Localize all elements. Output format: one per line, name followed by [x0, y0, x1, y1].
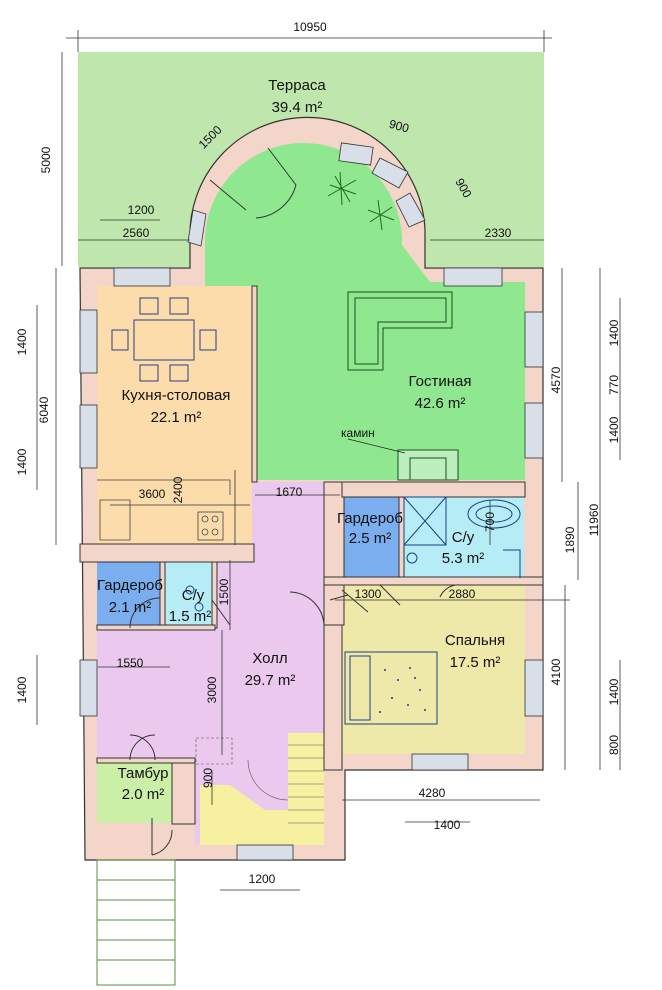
- plant-icon: [327, 171, 395, 231]
- dim-hall-2880: 2880: [449, 587, 476, 601]
- vestibule-room: [97, 763, 172, 823]
- wardrobe-right-room: [344, 497, 399, 577]
- dim-left-1400c: 1400: [15, 676, 29, 703]
- bath-right-room: [404, 497, 524, 577]
- hall-name: Холл: [252, 650, 287, 667]
- dining-table: [111, 297, 217, 382]
- dim-hall-1670: 1670: [276, 485, 303, 499]
- dim-hall-1500: 1500: [217, 578, 231, 605]
- sofa: [347, 291, 453, 371]
- dim-stair-900: 900: [201, 768, 215, 788]
- bedroom-room: [342, 584, 525, 754]
- dim-terrace-900a: 900: [388, 117, 411, 136]
- wc-left-area: 1.5 m²: [169, 608, 212, 625]
- wardrobe-left-area: 2.1 m²: [109, 599, 152, 616]
- fireplace-leader: [347, 438, 406, 454]
- living-room: [204, 142, 526, 460]
- dim-right-1890: 1890: [563, 526, 577, 553]
- wardrobe-right-area: 2.5 m²: [349, 530, 392, 547]
- kitchen-counter: [97, 479, 231, 541]
- bedroom-area: 17.5 m²: [450, 654, 501, 671]
- bath-right-name: С/у: [452, 529, 475, 546]
- terrace-area-label: 39.4 m²: [272, 99, 323, 116]
- dim-terrace-1200: 1200: [128, 203, 155, 217]
- wardrobe-right-name: Гардероб: [337, 510, 403, 527]
- dim-terrace-2560: 2560: [123, 226, 150, 240]
- stair-winder: [200, 785, 288, 845]
- terrace-doors: [209, 147, 297, 219]
- dim-hall-1300: 1300: [355, 587, 382, 601]
- interior-walls: [79, 285, 544, 825]
- dim-right-11960: 11960: [587, 503, 601, 536]
- windows: [79, 267, 544, 861]
- dim-left-1400b: 1400: [15, 448, 29, 475]
- kitchen-room: [97, 286, 252, 544]
- kitchen-area: 22.1 m²: [151, 409, 202, 426]
- bedroom-name: Спальня: [445, 632, 505, 649]
- vestibule-area: 2.0 m²: [122, 786, 165, 803]
- kitchen-name: Кухня-столовая: [122, 387, 231, 404]
- doors: [129, 584, 461, 856]
- fireplace-label: камин: [341, 426, 375, 440]
- dim-right-1400a: 1400: [607, 319, 621, 346]
- living-room-lower: [255, 460, 525, 480]
- stair-lines: [195, 737, 324, 824]
- wardrobe-left-name: Гардероб: [97, 577, 163, 594]
- dim-terrace-2330: 2330: [485, 226, 512, 240]
- dim-bottom-4280: 4280: [419, 786, 446, 800]
- dim-hall-1550: 1550: [117, 656, 144, 670]
- living-area: 42.6 m²: [415, 395, 466, 412]
- vestibule-name: Тамбур: [118, 765, 169, 782]
- living-name: Гостиная: [409, 373, 472, 390]
- dim-left-6040: 6040: [37, 396, 51, 423]
- hall-room: [97, 482, 324, 845]
- dim-kitchen-3600: 3600: [139, 487, 166, 501]
- bath-right-area: 5.3 m²: [442, 550, 485, 567]
- wardrobe-left-room: [97, 562, 160, 625]
- wc-left-name: С/у: [182, 587, 205, 604]
- dim-bottom-1200: 1200: [249, 872, 276, 886]
- dim-right-1400c: 1400: [607, 678, 621, 705]
- terrace-name: Терраса: [268, 77, 326, 94]
- bay-windows: [187, 142, 426, 247]
- dim-right-800: 800: [607, 735, 621, 755]
- dim-bottom-1400: 1400: [434, 818, 461, 832]
- dim-bath-700: 700: [483, 512, 497, 532]
- room-labels: Терраса 39.4 m² Кухня-столовая 22.1 m² Г…: [97, 77, 505, 803]
- dim-right-1400b: 1400: [607, 416, 621, 443]
- dim-hall-3000: 3000: [205, 676, 219, 703]
- hall-area: 29.7 m²: [245, 672, 296, 689]
- bed-pattern: [379, 667, 426, 713]
- dim-kitchen-2400: 2400: [171, 476, 185, 503]
- dim-top-total: 10950: [293, 20, 327, 34]
- bed: [344, 651, 438, 725]
- staircase: [288, 733, 324, 845]
- dim-right-4100: 4100: [549, 658, 563, 685]
- bath-fixtures: [185, 496, 521, 612]
- entrance-steps: [96, 859, 176, 986]
- dim-right-4570: 4570: [549, 366, 563, 393]
- dim-right-770: 770: [607, 375, 621, 395]
- dim-left-terrace: 5000: [39, 146, 53, 173]
- dim-left-1400a: 1400: [15, 328, 29, 355]
- dimension-labels: 10950 5000 1500 900 900 1200 2560 2330 1…: [15, 20, 621, 886]
- dimension-lines: [36, 30, 621, 891]
- fireplace-shape: [397, 449, 459, 481]
